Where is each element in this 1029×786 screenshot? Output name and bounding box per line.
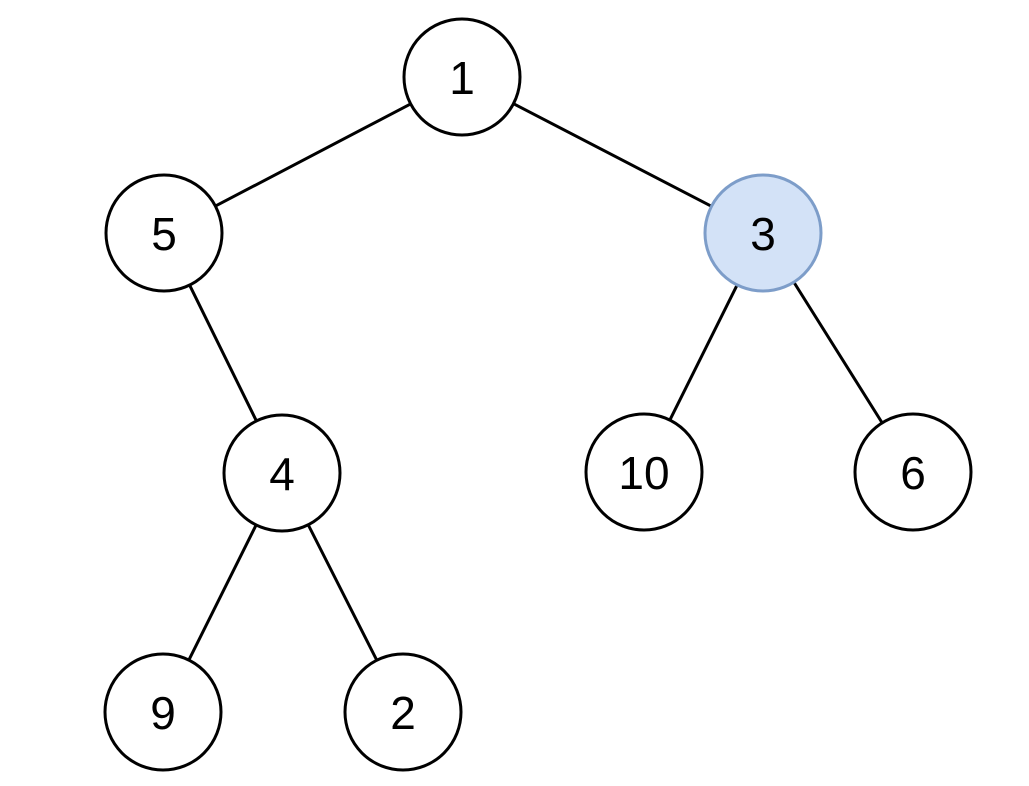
tree-node-6[interactable]: 6 [853,412,973,532]
node-label: 10 [618,447,669,499]
tree-edge-4-2 [306,523,379,662]
node-label: 4 [269,448,295,500]
tree-edge-3-10 [668,283,739,422]
tree-edge-3-6 [792,280,884,425]
edges-layer [187,102,884,662]
node-circle[interactable] [104,173,224,293]
node-label: 3 [750,208,776,260]
node-circle[interactable] [402,17,522,137]
node-label: 9 [150,687,176,739]
tree-node-2[interactable]: 2 [343,652,463,772]
tree-node-1[interactable]: 1 [402,17,522,137]
node-label: 2 [390,687,416,739]
node-label: 1 [449,52,475,104]
tree-node-3[interactable]: 3 [703,173,823,293]
node-label: 5 [151,208,177,260]
tree-edge-1-5 [213,102,413,208]
tree-node-9[interactable]: 9 [103,652,223,772]
node-circle[interactable] [103,652,223,772]
tree-node-5[interactable]: 5 [104,173,224,293]
node-label: 6 [900,447,926,499]
tree-edge-4-9 [187,523,258,662]
tree-edge-1-3 [511,102,714,208]
node-circle[interactable] [584,412,704,532]
tree-node-4[interactable]: 4 [222,413,342,533]
nodes-layer: 1 5 3 4 10 6 9 2 [103,17,973,772]
tree-node-10[interactable]: 10 [584,412,704,532]
node-circle[interactable] [222,413,342,533]
tree-edge-5-4 [188,283,258,423]
node-circle[interactable] [343,652,463,772]
node-circle[interactable] [853,412,973,532]
node-circle-highlighted[interactable] [703,173,823,293]
